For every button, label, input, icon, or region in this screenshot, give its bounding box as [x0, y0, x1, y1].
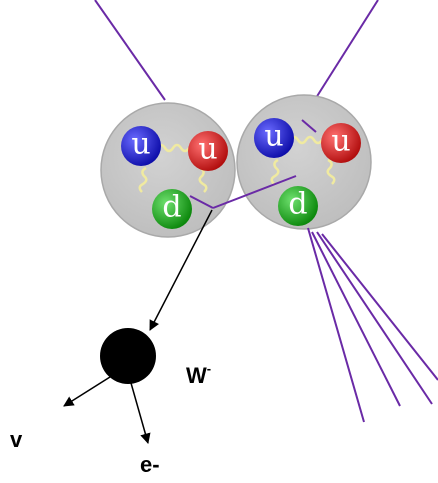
electron-arrow [130, 382, 151, 445]
incoming-beam-left [94, 0, 166, 101]
quark-track [301, 119, 317, 133]
gluon-line [138, 166, 148, 193]
quark-u-blue-right: u [254, 118, 294, 158]
quark-u-red-left: u [188, 131, 228, 171]
quark-letter: d [288, 187, 307, 222]
quark-u-red-right: u [321, 123, 361, 163]
w-boson-label: W- [186, 361, 211, 388]
w-charge-label: - [207, 361, 211, 376]
w-boson [100, 328, 156, 384]
electron-label: e- [140, 452, 160, 477]
gluon-line [288, 135, 324, 145]
gluon-line [198, 166, 208, 193]
jet-track [321, 233, 438, 381]
quark-letter: u [131, 127, 150, 162]
quark-letter: d [162, 190, 181, 225]
gluon-line [326, 158, 336, 185]
jet-track [311, 231, 401, 407]
quark-letter: u [198, 132, 217, 167]
quark-d-green-left: d [152, 189, 192, 229]
w-production-arrow [149, 209, 213, 331]
gluon-line [155, 143, 191, 153]
quark-letter: u [331, 124, 350, 159]
quark-u-blue-left: u [121, 126, 161, 166]
neutrino-arrow [63, 376, 111, 407]
gluon-line [270, 158, 280, 185]
jet-track [307, 227, 365, 423]
quark-track [212, 175, 297, 209]
jet-track [316, 231, 433, 405]
quark-track [189, 195, 214, 209]
quark-letter: u [264, 119, 283, 154]
neutrino-label: v [10, 427, 23, 452]
quark-d-green-right: d [278, 186, 318, 226]
